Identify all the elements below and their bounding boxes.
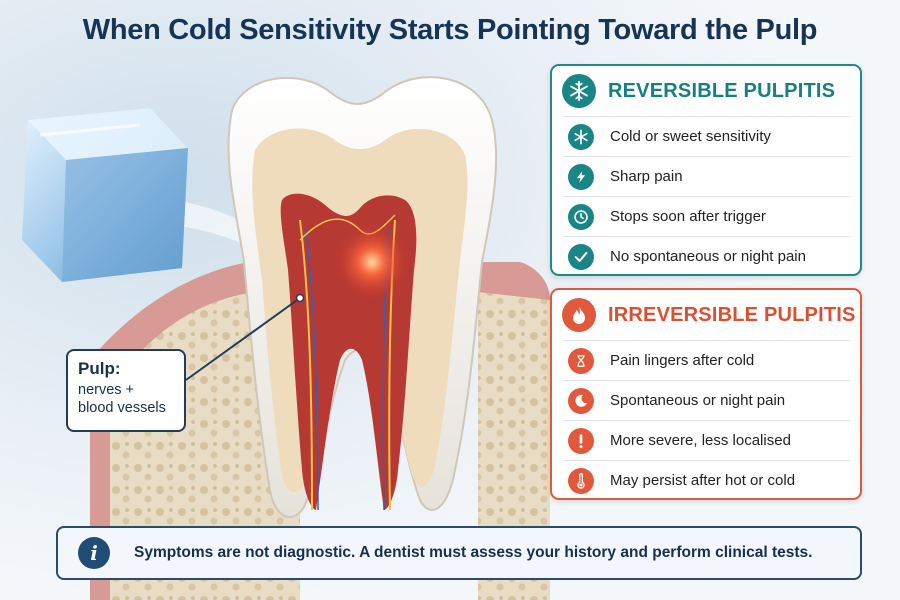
list-item: Stops soon after trigger — [562, 196, 850, 236]
item-text: More severe, less localised — [610, 432, 791, 449]
info-icon: i — [78, 537, 110, 569]
irreversible-pulpitis-card: IRREVERSIBLE PULPITIS Pain lingers after… — [550, 288, 862, 500]
item-text: Pain lingers after cold — [610, 352, 755, 369]
reversible-heading: REVERSIBLE PULPITIS — [608, 79, 836, 102]
item-text: Stops soon after trigger — [610, 208, 766, 225]
reversible-pulpitis-card: REVERSIBLE PULPITIS Cold or sweet sensit… — [550, 64, 862, 276]
list-item: Pain lingers after cold — [562, 340, 850, 380]
pulp-line-2: blood vessels — [78, 400, 166, 416]
list-item: More severe, less localised — [562, 420, 850, 460]
lightning-icon — [568, 163, 594, 190]
pulp-callout: Pulp: nerves + blood vessels — [66, 349, 186, 432]
item-text: Cold or sweet sensitivity — [610, 128, 771, 145]
list-item: Cold or sweet sensitivity — [562, 116, 850, 156]
disclaimer-banner: i Symptoms are not diagnostic. A dentist… — [56, 526, 862, 580]
pulp-line-1: nerves + — [78, 382, 135, 398]
snowflake-icon — [568, 123, 594, 150]
list-item: May persist after hot or cold — [562, 460, 850, 500]
list-item: Sharp pain — [562, 156, 850, 196]
hourglass-icon — [568, 347, 594, 374]
reversible-header: REVERSIBLE PULPITIS — [552, 66, 860, 116]
ice-cube — [22, 108, 188, 282]
list-item: No spontaneous or night pain — [562, 236, 850, 276]
irreversible-heading: IRREVERSIBLE PULPITIS — [608, 303, 856, 326]
flame-icon — [562, 298, 596, 332]
pulp-title: Pulp: — [78, 359, 121, 378]
item-text: Spontaneous or night pain — [610, 392, 786, 409]
disclaimer-text: Symptoms are not diagnostic. A dentist m… — [134, 544, 813, 561]
check-icon — [568, 243, 594, 270]
irreversible-header: IRREVERSIBLE PULPITIS — [552, 290, 860, 340]
item-text: Sharp pain — [610, 168, 683, 185]
item-text: May persist after hot or cold — [610, 472, 796, 489]
item-text: No spontaneous or night pain — [610, 248, 806, 265]
list-item: Spontaneous or night pain — [562, 380, 850, 420]
clock-icon — [568, 203, 594, 230]
moon-icon — [568, 387, 594, 414]
snowflake-icon — [562, 74, 596, 108]
page-title: When Cold Sensitivity Starts Pointing To… — [82, 14, 818, 46]
exclamation-icon — [568, 427, 594, 454]
thermometer-icon — [568, 467, 594, 494]
